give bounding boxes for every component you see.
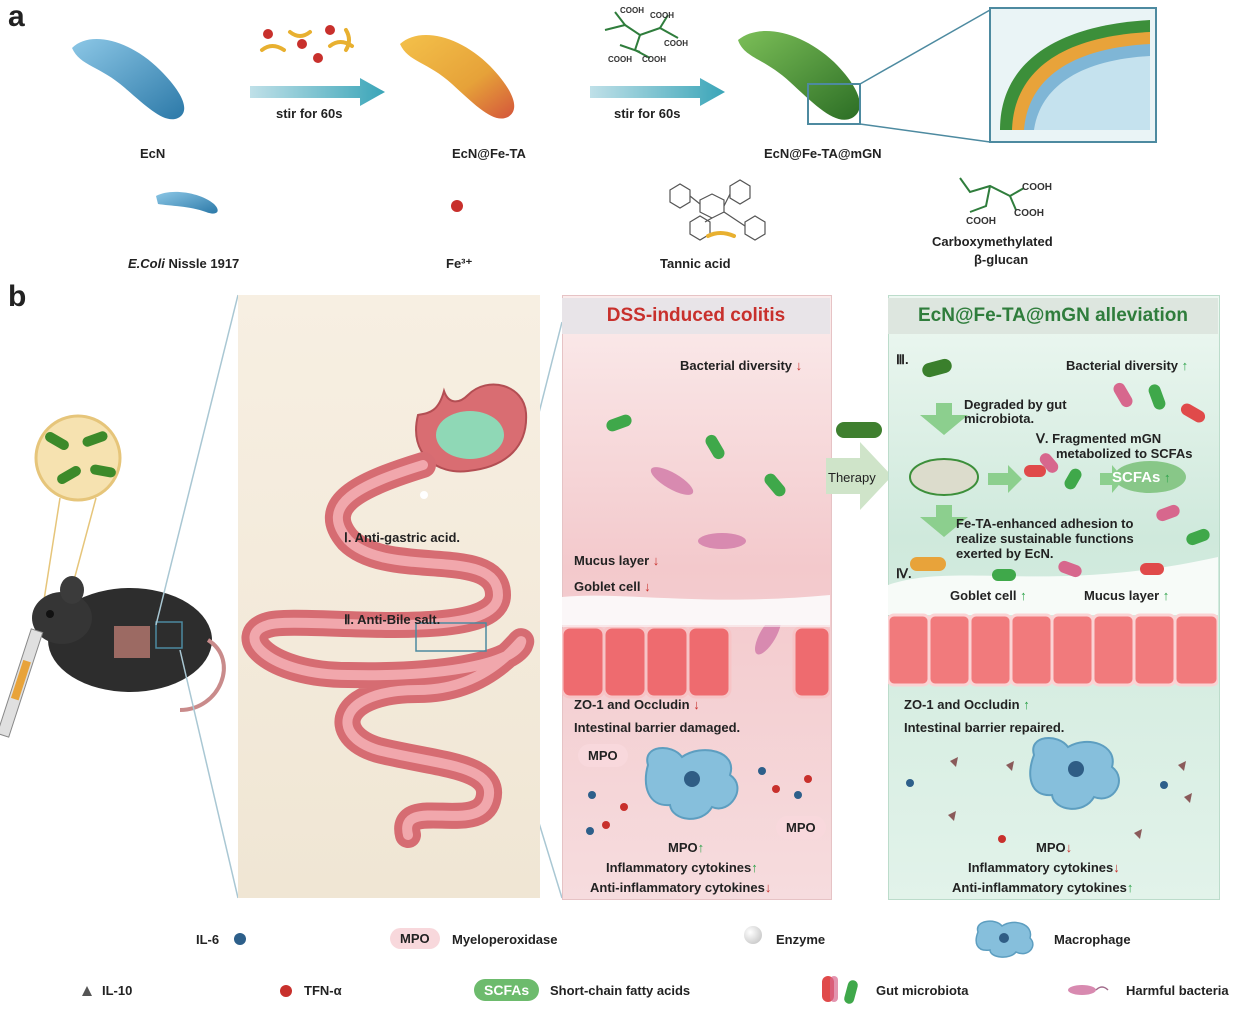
legend-gut-label: Gut microbiota — [876, 983, 969, 998]
step1-label: stir for 60s — [276, 106, 343, 121]
glucan-legend-label-1: Carboxymethylated — [932, 234, 1053, 249]
svg-text:COOH: COOH — [1014, 208, 1044, 219]
panel-b-letter: b — [8, 280, 27, 313]
colitis-goblet: Goblet cell ↓ — [574, 579, 651, 594]
ecoli-legend-icon — [156, 191, 218, 214]
alleviation-fragmented-1: Ⅴ. Fragmented mGN — [1036, 431, 1162, 446]
legend-scfas-badge: SCFAs — [474, 979, 540, 1001]
legend-mpo-badge: MPO — [390, 928, 440, 949]
alleviation-adhesion-3: exerted by EcN. — [956, 546, 1054, 561]
colitis-mucus: Mucus layer ↓ — [574, 553, 660, 568]
alleviation-title: EcN@Fe-TA@mGN alleviation — [888, 298, 1218, 334]
alleviation-anti-inflammatory: Anti-inflammatory cytokines↑ — [952, 880, 1134, 895]
alleviation-illustration — [888, 358, 1218, 843]
alleviation-adhesion-1: Fe-TA-enhanced adhesion to — [956, 516, 1134, 531]
arrow-step2 — [590, 78, 725, 106]
mouse-illustration — [0, 414, 226, 738]
il6-icon — [234, 933, 246, 945]
ecn-label: EcN — [140, 146, 166, 161]
colitis-mpo: MPO↑ — [668, 840, 705, 855]
ecn-feta-label: EcN@Fe-TA — [452, 146, 526, 161]
alleviation-bacterial-diversity: Bacterial diversity ↑ — [1066, 358, 1189, 373]
svg-text:COOH: COOH — [1022, 182, 1052, 193]
harmful-bacteria-icon — [1068, 985, 1109, 995]
colitis-barrier: Intestinal barrier damaged. — [574, 720, 741, 735]
svg-text:COOH: COOH — [620, 6, 644, 15]
alleviation-degraded-2: microbiota. — [964, 411, 1035, 426]
arrow-step1 — [250, 78, 385, 106]
fe-legend-label: Fe³⁺ — [446, 256, 473, 271]
glucan-legend-label-2: β-glucan — [974, 252, 1029, 267]
legend-il6-label: IL-6 — [196, 932, 220, 947]
alleviation-degraded-1: Degraded by gut — [964, 397, 1067, 412]
alleviation-mucus: Mucus layer ↑ — [1084, 588, 1170, 603]
alleviation-scfas: SCFAs ↑ — [1112, 469, 1171, 486]
tannic-legend-label: Tannic acid — [660, 256, 731, 271]
il10-icon — [82, 986, 92, 996]
colitis-zo1: ZO-1 and Occludin ↓ — [574, 697, 700, 712]
ecn-feta-bacterium — [400, 35, 515, 119]
colitis-mpo-badge-2: MPO — [776, 816, 826, 839]
colitis-illustration — [562, 414, 830, 835]
legend-tnf-label: TFN-α — [304, 983, 342, 998]
ecn-feta-mgn-bacterium — [738, 31, 860, 120]
svg-text:COOH: COOH — [650, 11, 674, 20]
therapy-arrow — [826, 422, 892, 510]
alleviation-barrier: Intestinal barrier repaired. — [904, 720, 1065, 735]
therapy-label: Therapy — [828, 470, 876, 485]
intestine-illustration — [241, 383, 535, 848]
svg-text:COOH: COOH — [966, 216, 996, 227]
legend-mpo-label: Myeloperoxidase — [452, 932, 558, 947]
anti-gastric-label: Ⅰ. Anti-gastric acid. — [344, 530, 461, 545]
alleviation-adhesion-2: realize sustainable functions — [956, 531, 1134, 546]
macrophage-legend-icon — [975, 920, 1034, 958]
fe-legend-icon — [451, 200, 463, 212]
alleviation-goblet: Goblet cell ↑ — [950, 588, 1027, 603]
alleviation-step3: Ⅲ. — [896, 352, 909, 367]
gut-microbiota-icon — [822, 976, 858, 1004]
colitis-title: DSS-induced colitis — [562, 298, 830, 334]
legend-il10-label: IL-10 — [102, 983, 133, 998]
panel-a-illustration: COOH COOH COOH COOH COOH COOH COOH COOH — [72, 6, 1157, 241]
glucan-structure — [959, 177, 1025, 213]
legend-scfas-label: Short-chain fatty acids — [550, 983, 691, 998]
colitis-mpo-badge-1: MPO — [578, 744, 628, 767]
ecn-bacterium — [72, 39, 185, 120]
alleviation-mpo: MPO↓ — [1036, 840, 1073, 855]
svg-text:COOH: COOH — [608, 55, 632, 64]
alleviation-inflammatory: Inflammatory cytokines↓ — [968, 860, 1120, 875]
colitis-bacterial-diversity: Bacterial diversity ↓ — [680, 358, 803, 373]
enzyme-icon — [744, 926, 762, 944]
ecoli-legend-label: E.Coli Nissle 1917 — [128, 256, 240, 271]
tnf-icon — [280, 985, 292, 997]
legend-macrophage-label: Macrophage — [1054, 932, 1131, 947]
panel-a-letter: a — [8, 0, 25, 33]
alleviation-zo1: ZO-1 and Occludin ↑ — [904, 697, 1030, 712]
colitis-anti-inflammatory: Anti-inflammatory cytokines↓ — [590, 880, 772, 895]
step2-label: stir for 60s — [614, 106, 681, 121]
colitis-inflammatory: Inflammatory cytokines↑ — [606, 860, 758, 875]
ecn-feta-mgn-label: EcN@Fe-TA@mGN — [764, 146, 882, 161]
alleviation-step4: Ⅳ. — [896, 566, 912, 581]
legend-enzyme-label: Enzyme — [776, 932, 826, 947]
svg-text:COOH: COOH — [664, 39, 688, 48]
legend-harmful-label: Harmful bacteria — [1126, 983, 1229, 998]
alleviation-fragmented-2: metabolized to SCFAs — [1056, 446, 1193, 461]
anti-bile-label: Ⅱ. Anti-Bile salt. — [344, 612, 441, 627]
svg-text:COOH: COOH — [642, 55, 666, 64]
